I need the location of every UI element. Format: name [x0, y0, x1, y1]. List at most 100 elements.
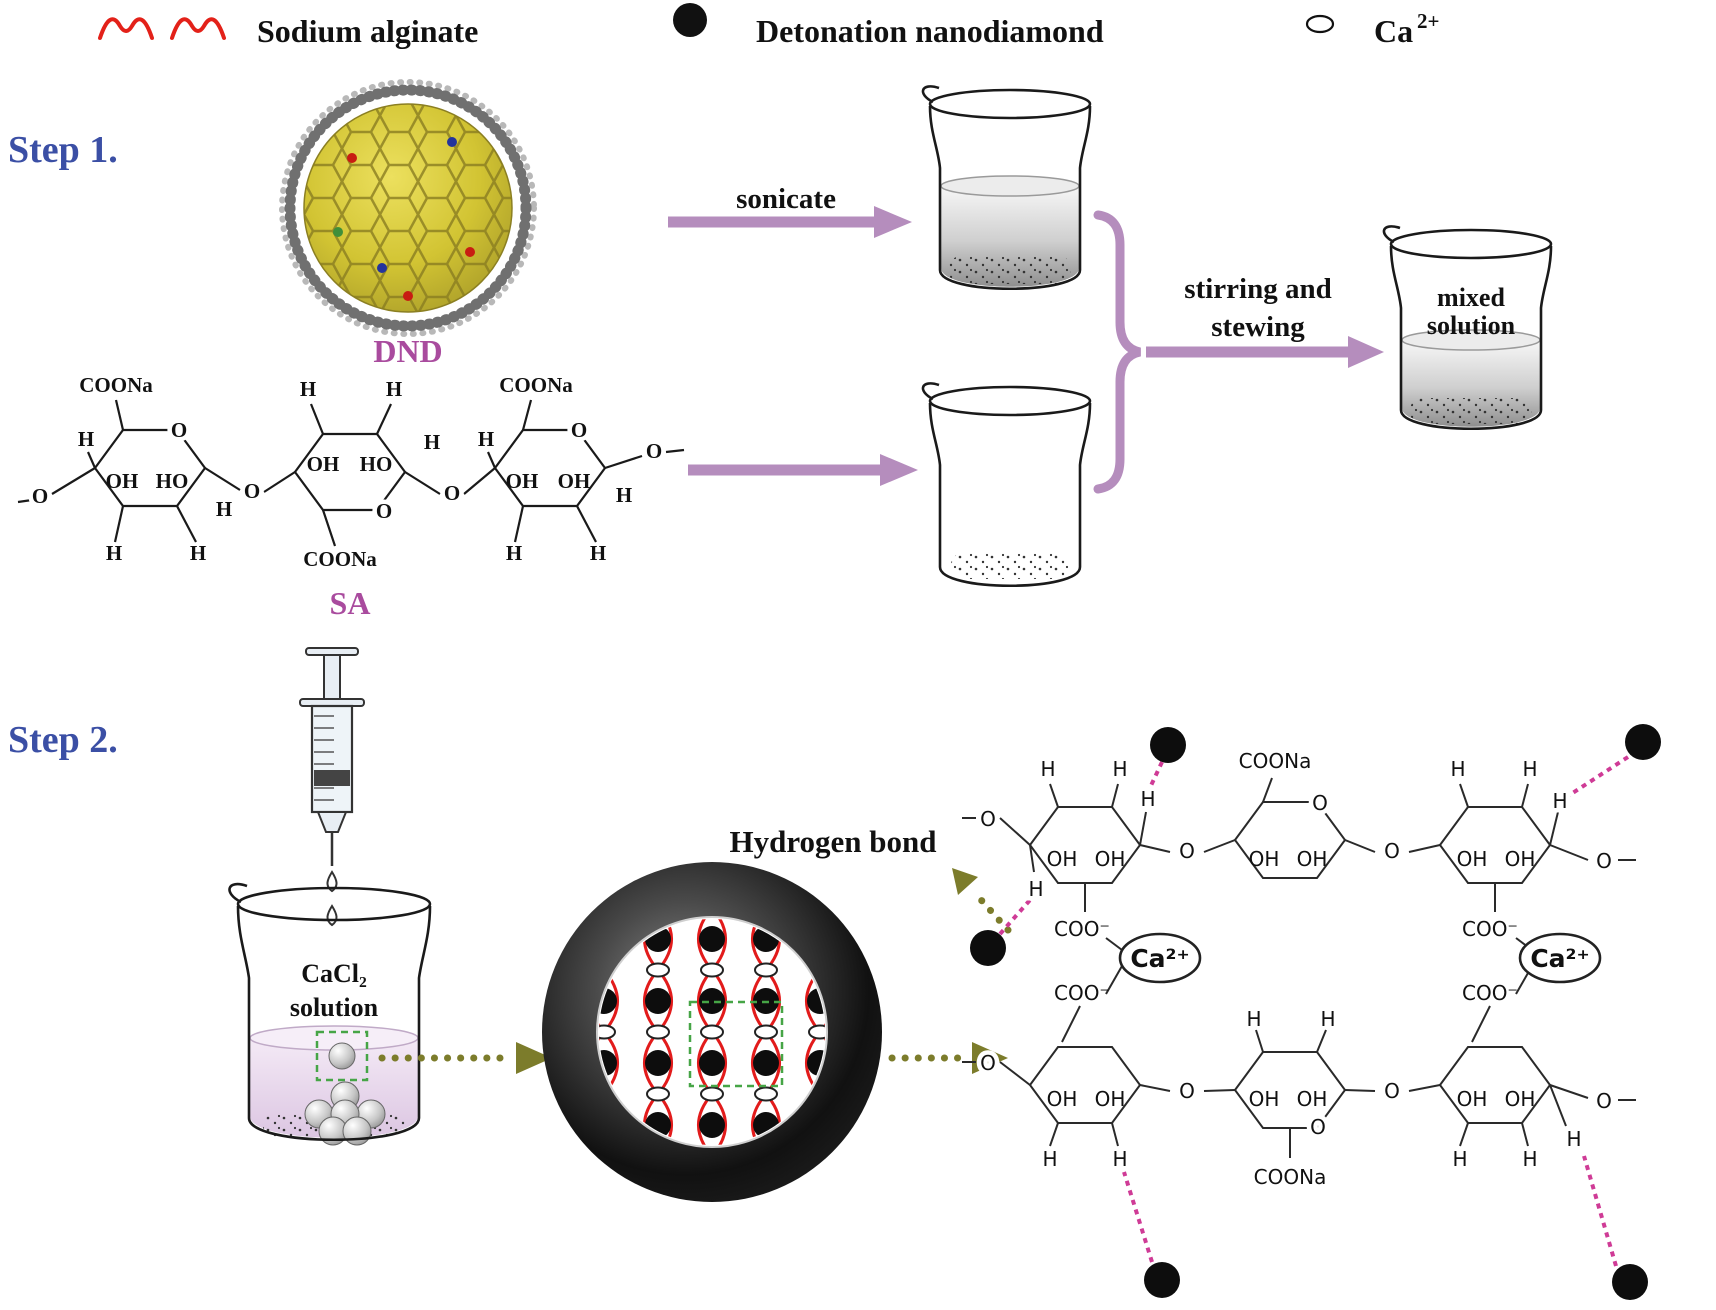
arrowhead	[874, 206, 912, 238]
liquid-surface	[940, 175, 1080, 197]
sa-structure: COONa O H OH HO H H O H H OH HO O COONa …	[17, 373, 685, 571]
eggbox-bonds	[962, 777, 1636, 1158]
atom-label: H	[78, 427, 94, 451]
cacl2-label-line2: solution	[290, 993, 379, 1022]
atom-label: H	[1552, 789, 1567, 813]
alginate-beads	[304, 1081, 386, 1146]
hydrogel-bead	[542, 862, 882, 1202]
atom-label: OH	[1457, 1087, 1488, 1111]
atom-label: O	[980, 1051, 996, 1075]
atom-label: COONa	[499, 373, 573, 397]
dnd-atom-shell	[284, 84, 532, 332]
atom-label: OH	[1095, 1087, 1126, 1111]
nanodiamond-dot	[970, 930, 1006, 966]
legend-ca-superscript: 2+	[1417, 9, 1439, 33]
atom-label: OH	[307, 452, 340, 476]
atom-label: H	[1246, 1007, 1261, 1031]
atom-label: OH	[1047, 847, 1078, 871]
atom-label: H	[1112, 757, 1127, 781]
atom-label: H	[106, 541, 122, 565]
atom-label: H	[1566, 1127, 1581, 1151]
droplet	[326, 870, 338, 893]
atom-label: O	[244, 479, 260, 503]
bead-highlight-box	[315, 1030, 369, 1082]
atom-label: H	[1028, 877, 1043, 901]
atom-label: H	[1112, 1147, 1127, 1171]
dnd-surface-atoms	[333, 137, 475, 301]
stirring-label-line1: stirring and	[1184, 273, 1331, 305]
carboxylate-label: COO⁻	[1054, 917, 1110, 941]
mixed-label-line1: mixed	[1437, 283, 1505, 312]
atom-label: H	[1140, 787, 1155, 811]
legend-alginate-label: Sodium alginate	[257, 13, 478, 49]
atom-label: COONa	[1239, 749, 1312, 773]
stirring-label-line2: stewing	[1211, 311, 1305, 343]
hydrogen-bonds	[998, 755, 1630, 1267]
atom-label: OH	[1095, 847, 1126, 871]
atom-label: H	[1040, 757, 1055, 781]
atom-label: O	[1384, 1079, 1400, 1103]
arrowhead	[1348, 336, 1384, 368]
atom-label: OH	[1457, 847, 1488, 871]
atom-label: O	[980, 807, 996, 831]
atom-label: H	[424, 430, 440, 454]
atom-label: OH	[506, 469, 539, 493]
plunger-stopper	[314, 770, 350, 786]
dnd-molecule	[279, 79, 537, 337]
atom-label: H	[386, 377, 402, 401]
needle-hub	[316, 811, 348, 833]
particles	[1410, 398, 1532, 424]
arrowhead	[516, 1042, 552, 1074]
atom-label: HO	[360, 452, 393, 476]
nanodiamond-dot	[1150, 727, 1186, 763]
hydrogen-bond-label: Hydrogen bond	[729, 824, 936, 859]
atom-label: OH	[1297, 847, 1328, 871]
legend: Sodium alginate Detonation nanodiamond C…	[98, 3, 1439, 49]
zoom-arrow-2	[888, 1042, 1008, 1074]
atom-label: O	[376, 499, 392, 523]
dnd-lattice	[304, 104, 512, 312]
syringe	[299, 647, 365, 927]
plunger-rod	[323, 654, 341, 700]
atom-label: O	[1596, 849, 1612, 873]
sonicate-arrow	[668, 206, 912, 238]
atom-label: O	[171, 418, 187, 442]
atom-label: O	[646, 439, 662, 463]
calcium-ellipse	[1118, 932, 1202, 984]
atom-label: OH	[106, 469, 139, 493]
sa-caption: SA	[330, 585, 371, 621]
beaker-dnd-suspension	[921, 85, 1092, 291]
cacl2-label-line1: CaCl₂	[301, 959, 367, 988]
atom-label: O	[1179, 839, 1195, 863]
sonicate-label: sonicate	[736, 183, 836, 215]
atom-label: OH	[1505, 1087, 1536, 1111]
nanodiamond-dot	[1625, 724, 1661, 760]
atom-label: H	[1042, 1147, 1057, 1171]
atom-label: H	[216, 497, 232, 521]
mixed-label-line2: solution	[1427, 311, 1516, 340]
legend-dnd-label: Detonation nanodiamond	[756, 13, 1104, 49]
atom-label: OH	[1505, 847, 1536, 871]
particles	[951, 553, 1069, 579]
step2-title: Step 2.	[8, 719, 118, 761]
atom-label: H	[190, 541, 206, 565]
arrowhead	[972, 1042, 1008, 1074]
barrel	[310, 704, 354, 814]
plunger-flange	[305, 647, 359, 656]
sa-arrow	[688, 454, 918, 486]
dnd-caption: DND	[373, 333, 442, 369]
atom-label: OH	[1249, 1087, 1280, 1111]
atom-label: O	[1310, 1115, 1326, 1139]
atom-label: H	[1452, 1147, 1467, 1171]
zoom-arrow-1	[378, 1042, 552, 1074]
arrowhead	[952, 868, 978, 895]
legend-ca-label: Ca	[1374, 13, 1413, 49]
atom-label: COONa	[79, 373, 153, 397]
atom-label: H	[1320, 1007, 1335, 1031]
sa-structure-labels: COONa O H OH HO H H O H H OH HO O COONa …	[27, 373, 666, 571]
atom-label: H	[478, 427, 494, 451]
atom-label: COONa	[303, 547, 377, 571]
atom-label: H	[506, 541, 522, 565]
